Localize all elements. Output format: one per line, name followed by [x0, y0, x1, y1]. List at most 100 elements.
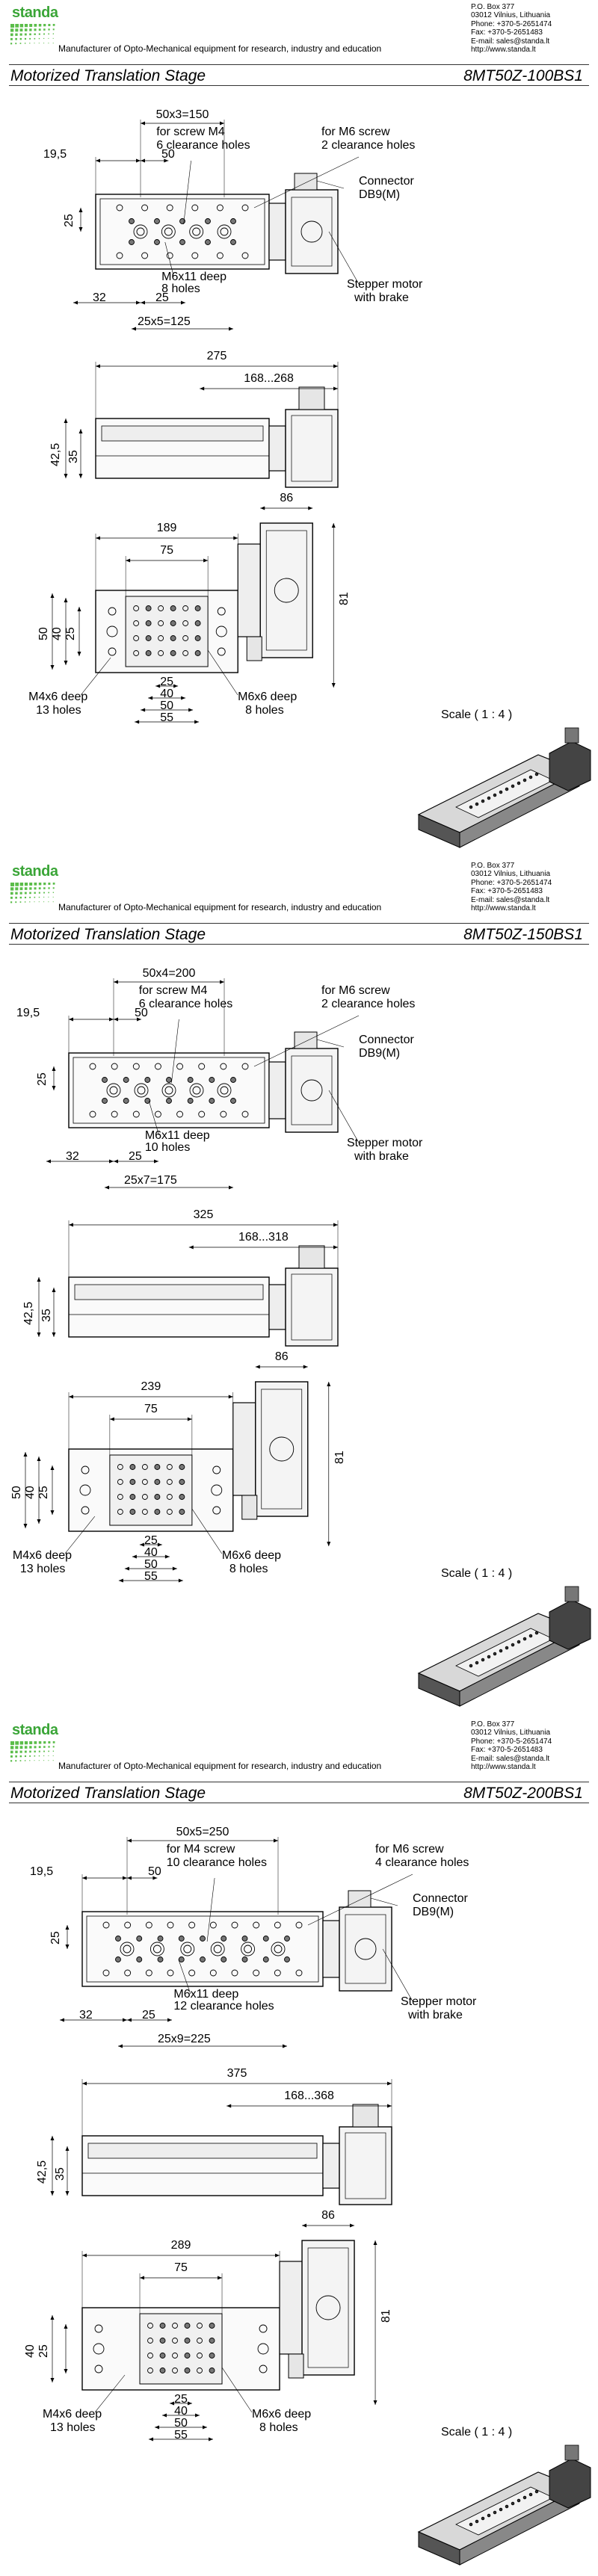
isometric-hole — [475, 1661, 479, 1665]
bottom-threaded-hole — [141, 1479, 148, 1485]
bottom-threaded-hole — [158, 635, 164, 641]
address-line: E-mail: sales@standa.lt — [471, 895, 550, 904]
mounting-hole — [231, 1921, 238, 1929]
motor-brake-label: with brake — [354, 291, 409, 304]
isometric-motor — [549, 741, 591, 791]
bottom-m4-hole — [259, 2365, 268, 2373]
bottom-m4-hole — [212, 1465, 221, 1474]
address-line: 03012 Vilnius, Lithuania — [471, 11, 551, 20]
dim-hole-spacing: 50x5=250 — [176, 1826, 229, 1838]
dim-bottom-total: 25x9=225 — [158, 2033, 211, 2045]
bottom-threaded-hole — [133, 650, 140, 656]
dim-height-2: 35 — [40, 1309, 53, 1322]
mounting-hole — [89, 1063, 96, 1070]
threaded-hole — [284, 1956, 290, 1962]
bottom-threaded-hole — [147, 2338, 153, 2344]
address-line: Fax: +370-5-2651483 — [471, 887, 543, 896]
address-line: Fax: +370-5-2651483 — [471, 1746, 543, 1755]
dim-hole-spacing: 50x3=150 — [155, 108, 209, 121]
threaded-hole — [102, 1077, 108, 1083]
dim-center-detail: 50 — [174, 2417, 188, 2430]
isometric-hole — [487, 1655, 491, 1659]
threaded-hole — [200, 1956, 206, 1962]
bottom-threaded-hole — [179, 1479, 185, 1485]
motor-bottom — [255, 1381, 309, 1517]
mounting-hole — [124, 1921, 132, 1929]
leader-line — [206, 1877, 215, 1942]
dim-total-length: 375 — [226, 2067, 247, 2080]
mounting-hole — [166, 252, 173, 259]
address-line: 03012 Vilnius, Lithuania — [471, 1729, 551, 1738]
isometric-hole — [493, 2510, 497, 2515]
dim-center-width: 75 — [160, 544, 174, 557]
bottom-m4-hole — [108, 607, 117, 616]
company-logo: standa — [10, 1722, 61, 1767]
stepper-motor — [339, 1906, 392, 1992]
isometric-motor — [549, 1599, 591, 1650]
isometric-hole — [481, 799, 485, 803]
bottom-threaded-hole — [141, 1464, 148, 1470]
dim-motor-length: 86 — [280, 492, 294, 504]
clearance-hole-inner — [136, 227, 145, 236]
dim-total-length: 275 — [206, 350, 227, 362]
motor-bottom-flange — [279, 2261, 303, 2355]
clearance-hole — [161, 1083, 176, 1098]
bottom-threaded-hole — [141, 1494, 148, 1500]
bottom-threaded-hole — [154, 1494, 161, 1500]
mounting-hole — [166, 204, 173, 211]
bottom-m4-hole — [94, 2324, 103, 2333]
note-bottom-m4: M4x6 deep — [28, 691, 88, 703]
isometric-stage-side — [459, 2488, 580, 2566]
threaded-hole — [230, 1098, 236, 1104]
motor-label: Stepper motor — [347, 1137, 423, 1149]
dim-bottom-b: 25 — [142, 2009, 155, 2021]
isometric-hole — [487, 2513, 491, 2518]
address-line: Phone: +370-5-2651474 — [471, 19, 552, 28]
note-thread-count: 12 clearance holes — [173, 2000, 274, 2013]
mounting-hole — [241, 252, 249, 259]
bottom-threaded-hole — [194, 620, 201, 626]
dim-center-detail: 25 — [160, 676, 174, 688]
logo-dots-icon — [10, 24, 55, 45]
dim-bottom-height: 25 — [37, 1486, 50, 1499]
dim-total-length: 325 — [193, 1208, 214, 1221]
bottom-threaded-hole — [117, 1509, 123, 1515]
dim-pitch: 50 — [135, 1007, 148, 1019]
connector-db9 — [294, 1031, 318, 1049]
dimension-arrow — [96, 158, 141, 163]
mounting-hole — [209, 1969, 217, 1977]
bottom-threaded-hole — [209, 2353, 215, 2359]
clearance-hole — [217, 1083, 232, 1098]
bottom-threaded-hole — [145, 620, 152, 626]
mounting-hole — [188, 1969, 196, 1977]
motor-side — [339, 2126, 392, 2205]
clearance-hole-inner — [192, 227, 201, 236]
isometric-hole — [523, 2495, 527, 2500]
leader-line — [164, 241, 174, 277]
motor-bottom-shaft — [274, 578, 299, 603]
bottom-m4-hole — [217, 647, 226, 656]
motor-bottom-flange — [232, 1402, 256, 1496]
isometric-hole — [499, 790, 503, 794]
mounting-hole — [198, 1111, 206, 1118]
leader-line — [148, 1100, 159, 1136]
title-rule — [9, 85, 589, 86]
isometric-hole — [493, 1652, 497, 1656]
bottom-threaded-hole — [117, 1494, 123, 1500]
bottom-threaded-hole — [166, 1494, 173, 1500]
mounting-hole — [216, 252, 224, 259]
dim-height-2: 35 — [54, 2167, 67, 2181]
dim-bottom-height: 40 — [24, 2344, 37, 2358]
company-tagline: Manufacturer of Opto-Mechanical equipmen… — [58, 902, 382, 912]
mounting-hole — [167, 1969, 174, 1977]
company-logo: standa — [10, 863, 61, 908]
bottom-threaded-hole — [166, 1509, 173, 1515]
isometric-hole — [499, 1649, 503, 1653]
bottom-threaded-hole — [209, 2338, 215, 2344]
connector-type: DB9(M) — [359, 188, 401, 201]
stage-top-carriage — [73, 1057, 265, 1124]
dim-bottom-a: 32 — [93, 291, 106, 304]
